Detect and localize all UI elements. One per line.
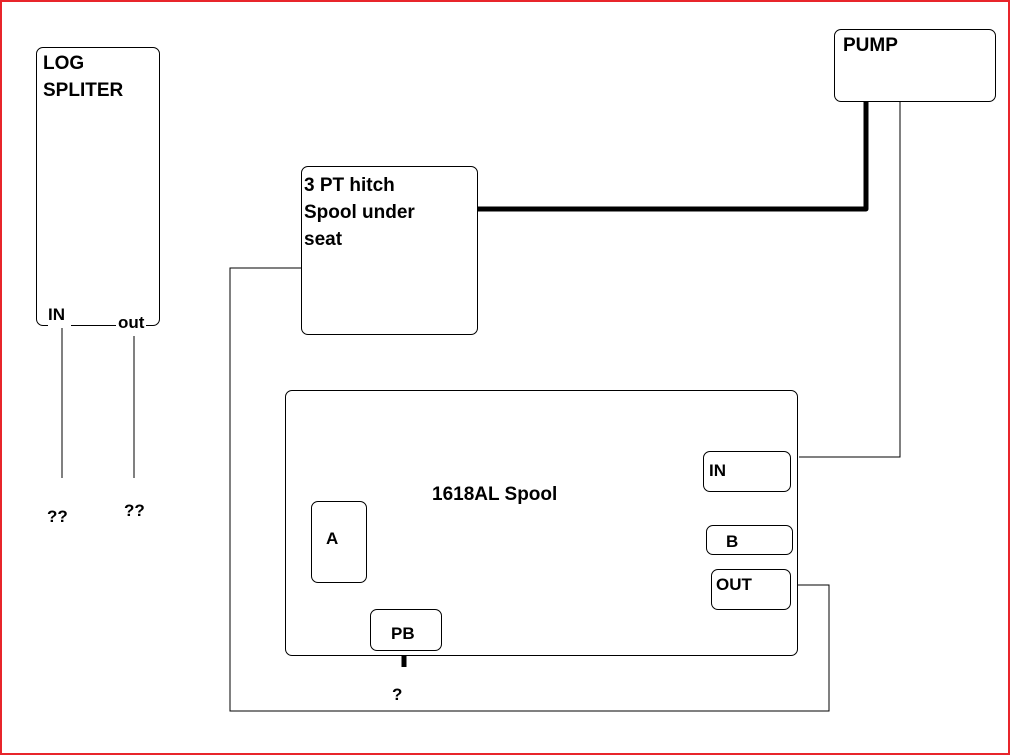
log-splitter-out-label: out — [116, 309, 147, 336]
pump-label: PUMP — [843, 35, 898, 56]
port-b-label: B — [726, 532, 739, 551]
hose-hitch-to-spool-out — [229, 267, 830, 712]
splitter-out-unknown: ?? — [124, 501, 145, 520]
log-splitter-label-1: LOG — [43, 53, 85, 74]
port-in-label: IN — [709, 461, 726, 480]
port-out-box — [711, 569, 791, 610]
main-spool-title: 1618AL Spool — [432, 484, 558, 505]
hitch-spool-label-2: Spool under — [304, 202, 415, 223]
hitch-spool-label-3: seat — [304, 229, 343, 250]
port-out-label: OUT — [716, 575, 752, 594]
pump-box — [834, 29, 996, 102]
log-splitter-in-label: IN — [48, 301, 71, 328]
port-pb-label: PB — [391, 624, 415, 643]
port-pb-box — [370, 609, 442, 651]
port-in-box — [703, 451, 791, 492]
hose-pump-to-hitch — [478, 102, 869, 212]
port-a-label: A — [326, 529, 339, 548]
port-a-box — [311, 501, 367, 583]
port-b-box — [706, 525, 793, 555]
hose-pump-to-spool-in — [799, 102, 901, 458]
log-splitter-box — [36, 47, 160, 326]
hitch-spool-label-1: 3 PT hitch — [304, 175, 395, 196]
splitter-in-unknown: ?? — [47, 507, 68, 526]
log-splitter-label-2: SPLITER — [43, 80, 124, 101]
pb-unknown: ? — [392, 685, 403, 704]
hitch-spool-box — [301, 166, 478, 335]
